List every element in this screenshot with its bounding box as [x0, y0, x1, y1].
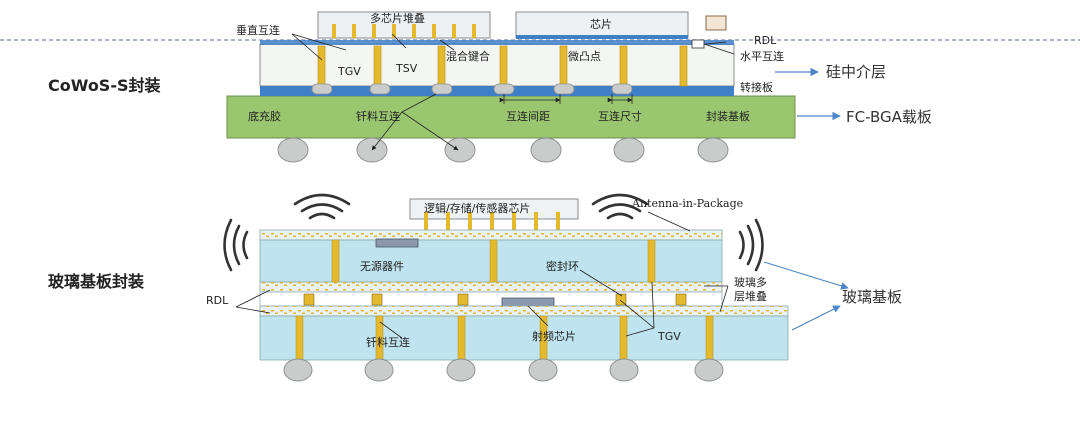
glass-title: 玻璃基板封装: [48, 272, 144, 291]
cowos-diagram: [226, 11, 841, 163]
label-passive: 无源器件: [360, 259, 404, 273]
upper-glass-top-dots: [260, 230, 722, 240]
label-fc-bga-substrate: FC-BGA载板: [846, 108, 932, 126]
passive-device: [375, 238, 419, 248]
upper-glass-bottom-dots: [260, 282, 722, 292]
label-underfill: 底充胶: [248, 109, 281, 123]
label-interconnect-pitch: 互连间距: [506, 110, 550, 123]
label-rf-chip: 射频芯片: [532, 329, 576, 343]
label-solder-interconnect-bottom: 钎料互连: [366, 335, 410, 349]
glass-solder-balls: [283, 358, 724, 382]
bottom-leader-lines: [235, 211, 729, 339]
label-seal-ring: 密封环: [546, 259, 579, 273]
label-rdl-top: RDL: [754, 34, 777, 47]
chip-blue-base: [516, 35, 688, 39]
label-multi-chip-stack: 多芯片堆叠: [370, 11, 425, 25]
label-tsv: TSV: [395, 62, 418, 75]
label-solder-interconnect-top: 钎料互连: [356, 109, 400, 123]
middle-bumps: [303, 293, 687, 306]
label-glass-multilayer-1: 玻璃多: [734, 275, 767, 289]
label-hybrid-bonding: 混合键合: [446, 49, 490, 63]
label-tgv-top: TGV: [337, 65, 361, 78]
label-package-substrate: 封装基板: [706, 109, 750, 123]
bottom-labels: 玻璃基板封装 逻辑/存储/传感器芯片 Antenna-in-Package 无源…: [48, 197, 902, 349]
horizontal-interconnect-box: [691, 39, 705, 49]
solder-bumps: [311, 83, 633, 95]
label-horizontal-interconnect: 水平互连: [740, 50, 784, 63]
wifi-icon: [223, 193, 764, 272]
rdl-box: [705, 15, 727, 31]
label-antenna: Antenna-in-Package: [631, 197, 743, 210]
logic-chip-vias: [424, 212, 560, 230]
arrow-glass-upper: [763, 261, 849, 290]
label-vertical-interconnect: 垂直互连: [236, 23, 280, 37]
upper-glass-vias: [331, 239, 656, 283]
lower-glass-top-dots: [260, 306, 788, 316]
top-labels: CoWoS-S封装 多芯片堆叠 芯片 垂直互连 TGV TSV 混合键合 微凸点…: [48, 11, 932, 126]
chip: [515, 11, 689, 39]
solder-balls: [277, 137, 729, 163]
glass-diagram: [223, 193, 849, 382]
label-silicon-interposer: 硅中介层: [826, 63, 886, 81]
label-rdl-bottom: RDL: [206, 294, 229, 307]
label-glass-multilayer-2: 层堆叠: [734, 290, 767, 303]
label-interconnect-size: 互连尺寸: [598, 109, 642, 123]
lower-glass-core: [259, 315, 789, 361]
label-micro-bump: 微凸点: [568, 49, 601, 63]
label-logic-chip: 逻辑/存储/传感器芯片: [424, 201, 530, 215]
label-interposer-board: 转接板: [740, 80, 773, 94]
top-rdl-strip: [260, 40, 734, 45]
stack-vias: [332, 24, 476, 38]
label-chip: 芯片: [590, 17, 612, 31]
arrow-glass-lower: [791, 305, 841, 331]
label-glass-substrate: 玻璃基板: [842, 288, 902, 306]
multi-chip-stack: [317, 11, 491, 39]
cowos-title: CoWoS-S封装: [48, 76, 161, 95]
silicon-interposer: [259, 43, 735, 87]
top-leader-lines: [291, 33, 735, 151]
label-tgv-bottom: TGV: [657, 330, 681, 343]
pitch-dimension: [499, 94, 633, 104]
